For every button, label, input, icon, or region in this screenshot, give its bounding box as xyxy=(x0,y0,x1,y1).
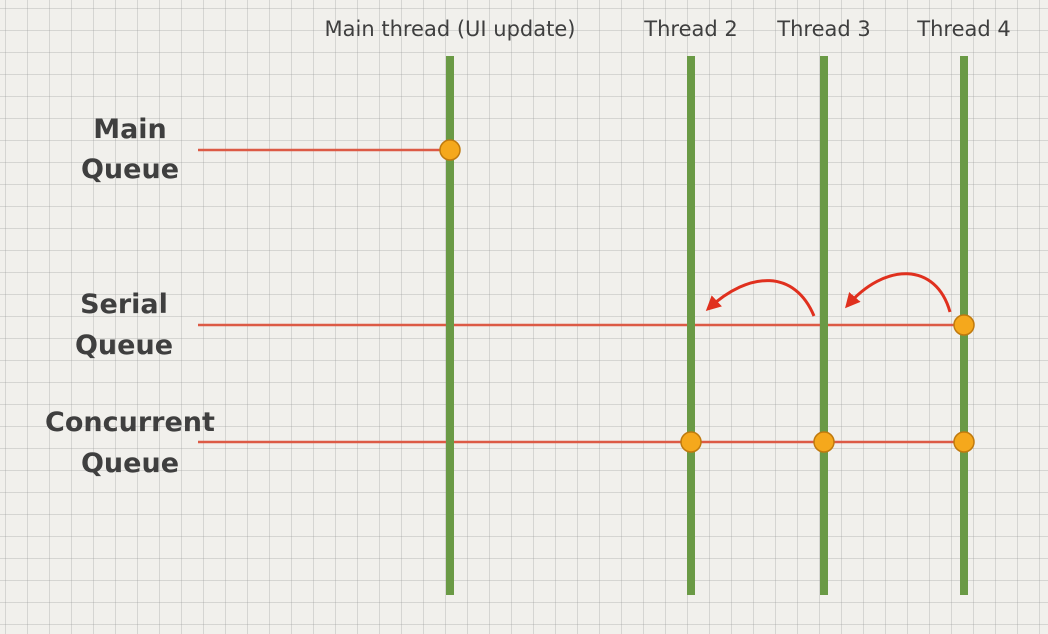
task-dots xyxy=(439,139,975,453)
thread-labels: Main thread (UI update) Thread 2 Thread … xyxy=(325,17,1011,41)
task-dot-main-queue-main xyxy=(439,139,461,161)
task-dot-concurrent-queue-t2 xyxy=(680,431,702,453)
thread-label-t3: Thread 3 xyxy=(776,17,870,41)
queue-lines xyxy=(198,148,964,444)
queue-label-main-line2: Queue xyxy=(81,154,179,185)
queue-label-serial-line1: Serial xyxy=(80,289,168,320)
queue-label-main-line1: Main xyxy=(93,114,167,145)
thread-label-main: Main thread (UI update) xyxy=(325,17,576,41)
queue-labels: Main Queue Serial Queue Concurrent Queue xyxy=(45,114,215,479)
queue-label-serial-line2: Queue xyxy=(75,330,173,361)
task-dot-concurrent-queue-t3 xyxy=(813,431,835,453)
task-dot-serial-queue-t4 xyxy=(953,314,975,336)
queue-label-concurrent-line1: Concurrent xyxy=(45,407,215,438)
queue-label-concurrent-line2: Queue xyxy=(81,448,179,479)
thread-label-t2: Thread 2 xyxy=(643,17,737,41)
serial-hops xyxy=(705,272,952,317)
task-dot-concurrent-queue-t4 xyxy=(953,431,975,453)
hop-arrow-t3-to-t2 xyxy=(705,279,816,317)
hop-arrow-t4-to-t3 xyxy=(845,272,952,313)
thread-label-t4: Thread 4 xyxy=(916,17,1010,41)
